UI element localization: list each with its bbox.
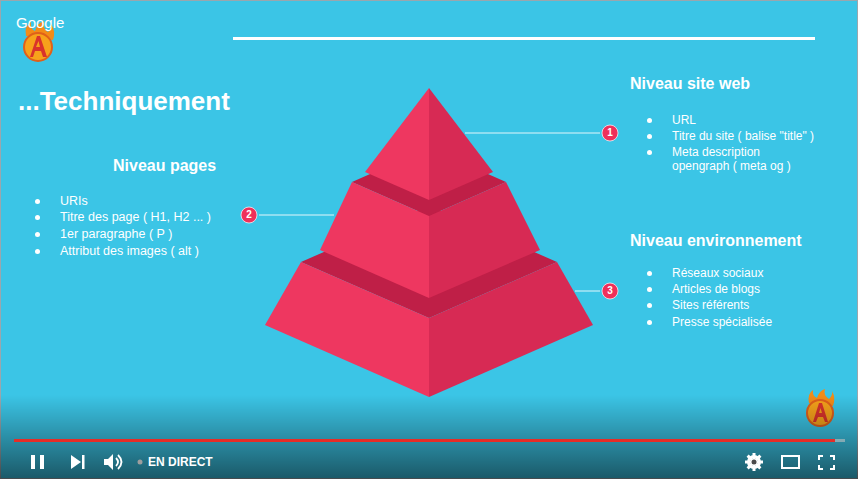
bullet-dot [35, 199, 40, 204]
bullet-item: Articles de blogs [672, 282, 760, 296]
leader-line [465, 133, 600, 134]
bullet-item: URIs [60, 194, 88, 209]
bullet-dot [647, 134, 652, 139]
leader-line [259, 215, 334, 216]
control-icons [31, 453, 834, 471]
bullet-dot [647, 118, 652, 123]
pyramid [265, 88, 593, 397]
bullet-item: 1er paragraphe ( P ) [60, 227, 172, 242]
bullet-item: Titre des page ( H1, H2 ... ) [60, 210, 211, 225]
controls-shade [0, 395, 858, 479]
bullet-dot [647, 320, 652, 325]
callout-number: 2 [240, 206, 258, 224]
bullet-dot [35, 215, 40, 220]
bullet-dot [35, 249, 40, 254]
slide-title: ...Techniquement [18, 86, 230, 117]
section-heading: Niveau pages [113, 156, 216, 175]
callout-number: 1 [601, 124, 619, 142]
section-heading: Niveau environnement [630, 231, 802, 250]
leader-line [575, 291, 600, 292]
bullet-item: Titre du site ( balise "title" ) [672, 129, 814, 143]
bullet-dot [647, 287, 652, 292]
callout-number-text: 2 [246, 210, 252, 220]
bullet-item: Sites référents [672, 298, 749, 312]
bullet-dot [35, 232, 40, 237]
progress-track [14, 439, 845, 442]
bullet-dot [647, 271, 652, 276]
header-rule [233, 37, 815, 40]
callout-number: 3 [601, 282, 619, 300]
bullet-item: URL [672, 113, 696, 127]
live-badge: EN DIRECT [148, 455, 213, 469]
bullet-dot [647, 150, 652, 155]
bullet-item: Attribut des images ( alt ) [60, 244, 199, 259]
callout-number-text: 3 [607, 286, 613, 296]
logo-wordmark: Google [16, 14, 64, 32]
bullet-item: Meta description opengraph ( meta og ) [672, 145, 814, 174]
bullet-dot [647, 303, 652, 308]
progress-bar [14, 439, 835, 442]
bullet-item: Presse spécialisée [672, 315, 772, 329]
section-heading: Niveau site web [630, 74, 750, 93]
bullet-item: Réseaux sociaux [672, 266, 763, 280]
callout-number-text: 1 [607, 128, 613, 138]
